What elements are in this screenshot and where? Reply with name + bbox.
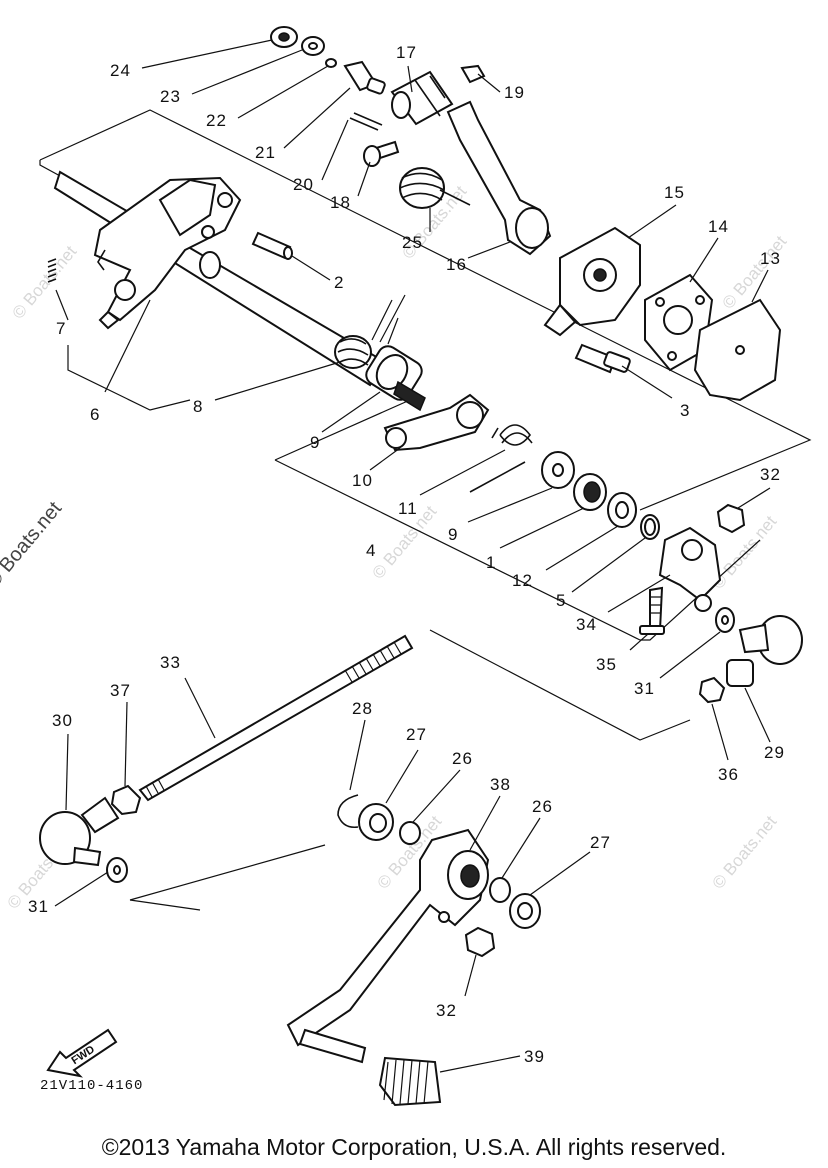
copyright-notice: ©2013 Yamaha Motor Corporation, U.S.A. A… xyxy=(101,1134,727,1160)
part-label-16: 16 xyxy=(446,255,467,274)
part-label-5: 5 xyxy=(556,591,566,610)
part-label-9-top: 9 xyxy=(310,433,320,452)
rod-end-30 xyxy=(39,796,120,867)
part-label-21: 21 xyxy=(255,143,276,162)
part-label-15: 15 xyxy=(664,183,685,202)
nut-37 xyxy=(110,784,142,816)
watermark-text: © Boats.net xyxy=(9,242,81,323)
washer-9b xyxy=(541,451,575,489)
part-label-3: 3 xyxy=(680,401,690,420)
part-label-19: 19 xyxy=(504,83,525,102)
part-label-25: 25 xyxy=(402,233,423,252)
spring-25 xyxy=(399,167,471,209)
clip-19 xyxy=(460,64,486,84)
shift-shaft xyxy=(53,170,426,412)
bolt-21 xyxy=(343,60,386,95)
nut-32-bottom xyxy=(464,926,496,958)
watermark-text: © Boats.net xyxy=(719,232,791,313)
part-label-35: 35 xyxy=(596,655,617,674)
part-label-28: 28 xyxy=(352,699,373,718)
exploded-parts-diagram: © Boats.net © Boats.net © Boats.net © Bo… xyxy=(4,26,812,1107)
circlip-28 xyxy=(337,794,359,829)
nut-36 xyxy=(698,676,726,704)
part-label-17: 17 xyxy=(396,43,417,62)
pedal-rubber-39 xyxy=(378,1056,442,1107)
part-label-6: 6 xyxy=(90,405,100,424)
nut-32-top xyxy=(716,503,746,534)
bolt-35 xyxy=(639,586,665,635)
part-label-26-right: 26 xyxy=(532,797,553,816)
spring-11 xyxy=(469,424,533,493)
diagram-code: 21V110-4160 xyxy=(40,1078,144,1094)
cover-13 xyxy=(693,298,782,402)
part-label-2: 2 xyxy=(334,273,344,292)
part-label-27-left: 27 xyxy=(406,725,427,744)
part-label-11: 11 xyxy=(398,499,418,518)
part-label-31-right: 31 xyxy=(634,679,655,698)
nut-24 xyxy=(270,26,298,48)
part-label-33: 33 xyxy=(160,653,181,672)
assembly-outlines xyxy=(39,109,812,911)
part-label-7: 7 xyxy=(56,319,66,338)
part-label-30: 30 xyxy=(52,711,73,730)
part-label-14: 14 xyxy=(708,217,729,236)
part-label-32-top: 32 xyxy=(760,465,781,484)
part-label-34: 34 xyxy=(576,615,597,634)
washer-22 xyxy=(325,58,337,68)
part-label-27-right: 27 xyxy=(590,833,611,852)
watermark-text: © Boats.net xyxy=(709,812,781,893)
part-label-38: 38 xyxy=(490,775,511,794)
part-label-8: 8 xyxy=(193,397,203,416)
washer-12 xyxy=(607,492,637,528)
washer-23 xyxy=(301,36,325,56)
part-label-4: 4 xyxy=(366,541,376,560)
washer-31-left xyxy=(106,857,128,883)
part-label-37: 37 xyxy=(110,681,131,700)
pin-2 xyxy=(251,231,293,260)
part-label-26-left: 26 xyxy=(452,749,473,768)
washer-31-right xyxy=(715,607,735,633)
part-labels: 24 23 22 21 17 19 20 18 25 16 15 14 13 2… xyxy=(28,43,785,1066)
o-ring-26-left xyxy=(399,821,421,845)
collar-17 xyxy=(390,70,454,126)
part-label-31-left: 31 xyxy=(28,897,49,916)
part-label-1: 1 xyxy=(486,553,496,572)
bolt-3 xyxy=(574,343,631,374)
bushing-1 xyxy=(573,473,607,511)
forward-arrow-icon: FWD xyxy=(46,1028,118,1078)
lever-34 xyxy=(658,526,722,612)
part-label-13: 13 xyxy=(760,249,781,268)
part-label-10: 10 xyxy=(352,471,373,490)
pin-18 xyxy=(363,140,400,167)
part-label-20: 20 xyxy=(293,175,314,194)
o-ring-26-right xyxy=(489,877,511,903)
washer-27-right xyxy=(509,893,541,929)
part-label-32-bottom: 32 xyxy=(436,1001,457,1020)
part-label-39: 39 xyxy=(524,1047,545,1066)
shift-rod-33 xyxy=(138,634,414,802)
washer-27-left xyxy=(358,803,394,841)
spring-7 xyxy=(47,258,57,283)
part-label-36: 36 xyxy=(718,765,739,784)
cotter-pin-20 xyxy=(349,112,383,131)
part-label-18: 18 xyxy=(330,193,351,212)
part-label-12: 12 xyxy=(512,571,533,590)
segment-plate-15 xyxy=(543,226,641,337)
part-label-24: 24 xyxy=(110,61,131,80)
rod-end-29 xyxy=(726,615,803,687)
part-label-23: 23 xyxy=(160,87,181,106)
part-label-29: 29 xyxy=(764,743,785,762)
shift-arm xyxy=(93,176,242,330)
shift-pedal-38 xyxy=(286,828,490,1064)
shift-lever-10 xyxy=(383,393,490,452)
part-label-22: 22 xyxy=(206,111,227,130)
clip-5 xyxy=(640,514,660,540)
leader-lines xyxy=(54,39,771,1073)
part-label-9-bottom: 9 xyxy=(448,525,458,544)
shift-lever-16 xyxy=(446,100,552,256)
